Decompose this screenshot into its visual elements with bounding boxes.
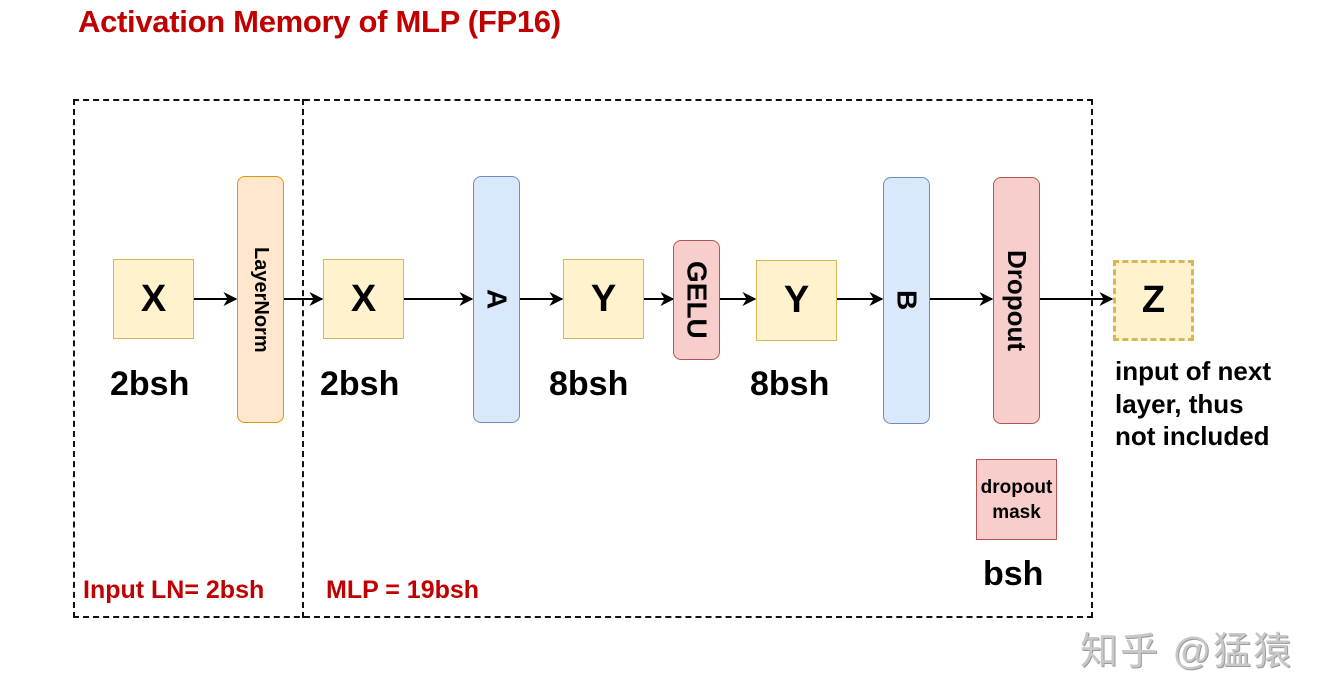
tensor-label: Y bbox=[590, 277, 617, 320]
dropout-mask-size-label: bsh bbox=[983, 555, 1044, 593]
note-line: not included bbox=[1115, 421, 1270, 451]
tensor-label: X bbox=[350, 277, 377, 320]
tensor-size-label: 2bsh bbox=[320, 365, 400, 403]
tensor-size-label: 2bsh bbox=[110, 365, 190, 403]
tensor-label: X bbox=[140, 277, 167, 320]
linear-b-op: B bbox=[883, 177, 930, 424]
note-line: input of next bbox=[1115, 356, 1271, 386]
input-ln-memory-label: Input LN= 2bsh bbox=[83, 576, 265, 604]
tensor-size-label: 8bsh bbox=[750, 365, 830, 403]
region-divider bbox=[302, 99, 304, 618]
tensor-x-input: X bbox=[113, 259, 194, 339]
op-label: B bbox=[891, 290, 923, 311]
tensor-x-normalized: X bbox=[323, 259, 404, 339]
mlp-memory-label: MLP = 19bsh bbox=[326, 576, 480, 604]
linear-a-op: A bbox=[473, 176, 520, 423]
dropout-mask: dropout mask bbox=[976, 459, 1057, 540]
tensor-y-gelu: Y bbox=[756, 260, 837, 341]
op-label: A bbox=[481, 289, 513, 310]
tensor-label: Z bbox=[1141, 279, 1166, 321]
tensor-size-label: 8bsh bbox=[549, 365, 629, 403]
tensor-y-linear: Y bbox=[563, 259, 644, 339]
op-label: LayerNorm bbox=[250, 246, 272, 353]
diagram-title: Activation Memory of MLP (FP16) bbox=[78, 4, 561, 39]
dropout-op: Dropout bbox=[993, 177, 1040, 424]
watermark: 知乎 @猛猿 bbox=[1080, 631, 1294, 673]
tensor-z-output: Z bbox=[1113, 260, 1194, 341]
op-label: Dropout bbox=[1002, 249, 1032, 352]
z-output-note: input of next layer, thus not included bbox=[1115, 355, 1271, 453]
tensor-label: Y bbox=[783, 279, 810, 321]
mlp-block-boundary bbox=[73, 99, 1093, 618]
note-line: layer, thus bbox=[1115, 388, 1244, 419]
layernorm-op: LayerNorm bbox=[237, 176, 284, 423]
gelu-op: GELU bbox=[673, 240, 720, 360]
mask-label: dropout mask bbox=[980, 476, 1053, 523]
op-label: GELU bbox=[681, 261, 713, 339]
